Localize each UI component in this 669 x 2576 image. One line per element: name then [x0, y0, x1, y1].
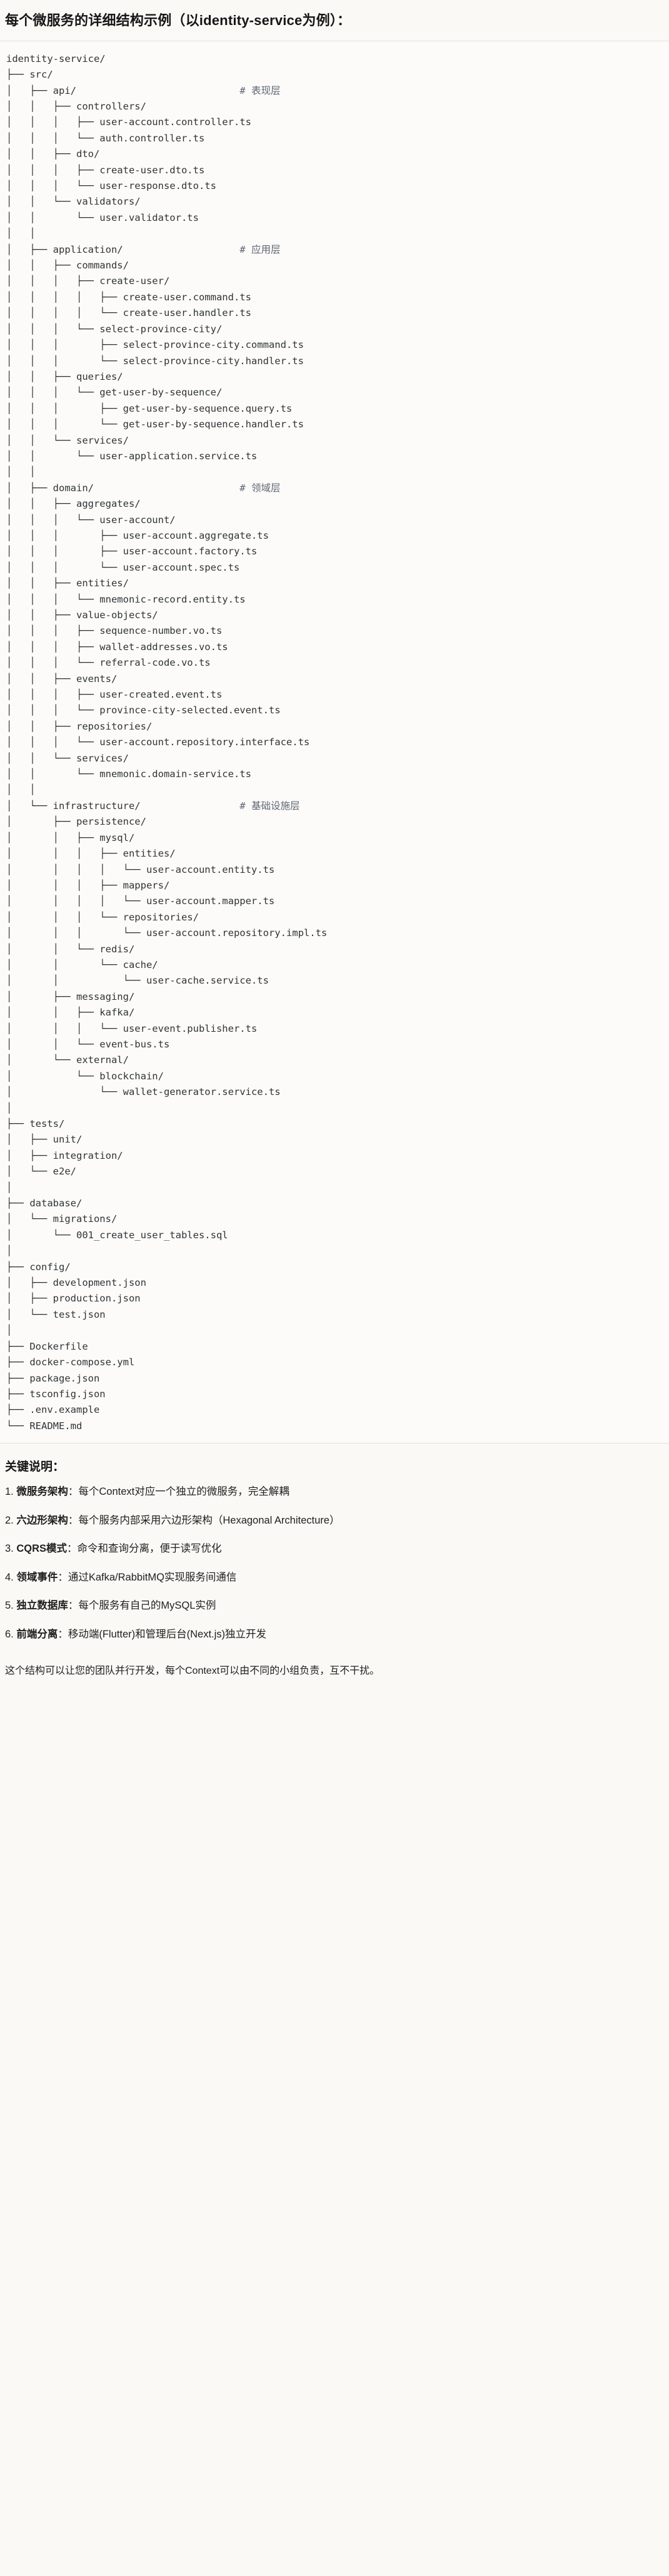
key-point-term: CQRS模式: [16, 1543, 68, 1555]
key-point-item: 5. 独立数据库：每个服务有自己的MySQL实例: [5, 1598, 664, 1614]
key-point-description: 移动端(Flutter)和管理后台(Next.js)独立开发: [68, 1628, 267, 1640]
key-point-term: 微服务架构: [16, 1486, 68, 1498]
key-point-description: 通过Kafka/RabbitMQ实现服务间通信: [68, 1571, 237, 1583]
tree-layer-comment: # 基础设施层: [239, 800, 300, 812]
key-point-item: 1. 微服务架构：每个Context对应一个独立的微服务，完全解耦: [5, 1484, 664, 1500]
key-point-separator: ：: [68, 1514, 79, 1526]
key-point-item: 4. 领域事件：通过Kafka/RabbitMQ实现服务间通信: [5, 1570, 664, 1586]
key-point-item: 6. 前端分离：移动端(Flutter)和管理后台(Next.js)独立开发: [5, 1627, 664, 1643]
key-point-number: 4.: [5, 1571, 17, 1583]
key-point-number: 6.: [5, 1628, 17, 1640]
tree-layer-comment: # 表现层: [239, 84, 281, 96]
footer-note: 这个结构可以让您的团队并行开发，每个Context可以由不同的小组负责，互不干扰…: [5, 1665, 380, 1676]
key-point-separator: ：: [67, 1543, 78, 1555]
key-point-term: 领域事件: [16, 1571, 58, 1583]
key-point-separator: ：: [68, 1600, 79, 1612]
key-point-term: 前端分离: [16, 1628, 58, 1640]
tree-layer-comment: # 应用层: [239, 243, 281, 255]
key-point-item: 3. CQRS模式：命令和查询分离，便于读写优化: [5, 1541, 664, 1557]
key-point-number: 1.: [5, 1486, 17, 1498]
tree-layer-comment: # 领域层: [239, 482, 281, 494]
key-point-separator: ：: [68, 1486, 79, 1498]
directory-tree: identity-service/ ├── src/ │ ├── api/ # …: [6, 53, 328, 1432]
key-point-description: 每个服务有自己的MySQL实例: [78, 1600, 216, 1612]
key-point-term: 六边形架构: [16, 1514, 68, 1526]
key-point-number: 3.: [5, 1543, 17, 1555]
key-point-number: 2.: [5, 1514, 17, 1526]
key-points-title: 关键说明：: [5, 1460, 65, 1474]
page-title: 每个微服务的详细结构示例（以identity-service为例）：: [5, 13, 351, 28]
key-point-separator: ：: [58, 1571, 68, 1583]
page-root: 每个微服务的详细结构示例（以identity-service为例）： ident…: [0, 13, 669, 1676]
key-point-term: 独立数据库: [16, 1600, 68, 1612]
key-point-description: 命令和查询分离，便于读写优化: [77, 1543, 222, 1555]
key-point-description: 每个Context对应一个独立的微服务，完全解耦: [78, 1486, 289, 1498]
key-point-item: 2. 六边形架构：每个服务内部采用六边形架构（Hexagonal Archite…: [5, 1513, 664, 1529]
key-point-number: 5.: [5, 1600, 17, 1612]
key-point-separator: ：: [58, 1628, 68, 1640]
directory-tree-block: identity-service/ ├── src/ │ ├── api/ # …: [0, 41, 669, 1443]
key-point-description: 每个服务内部采用六边形架构（Hexagonal Architecture）: [78, 1514, 340, 1526]
